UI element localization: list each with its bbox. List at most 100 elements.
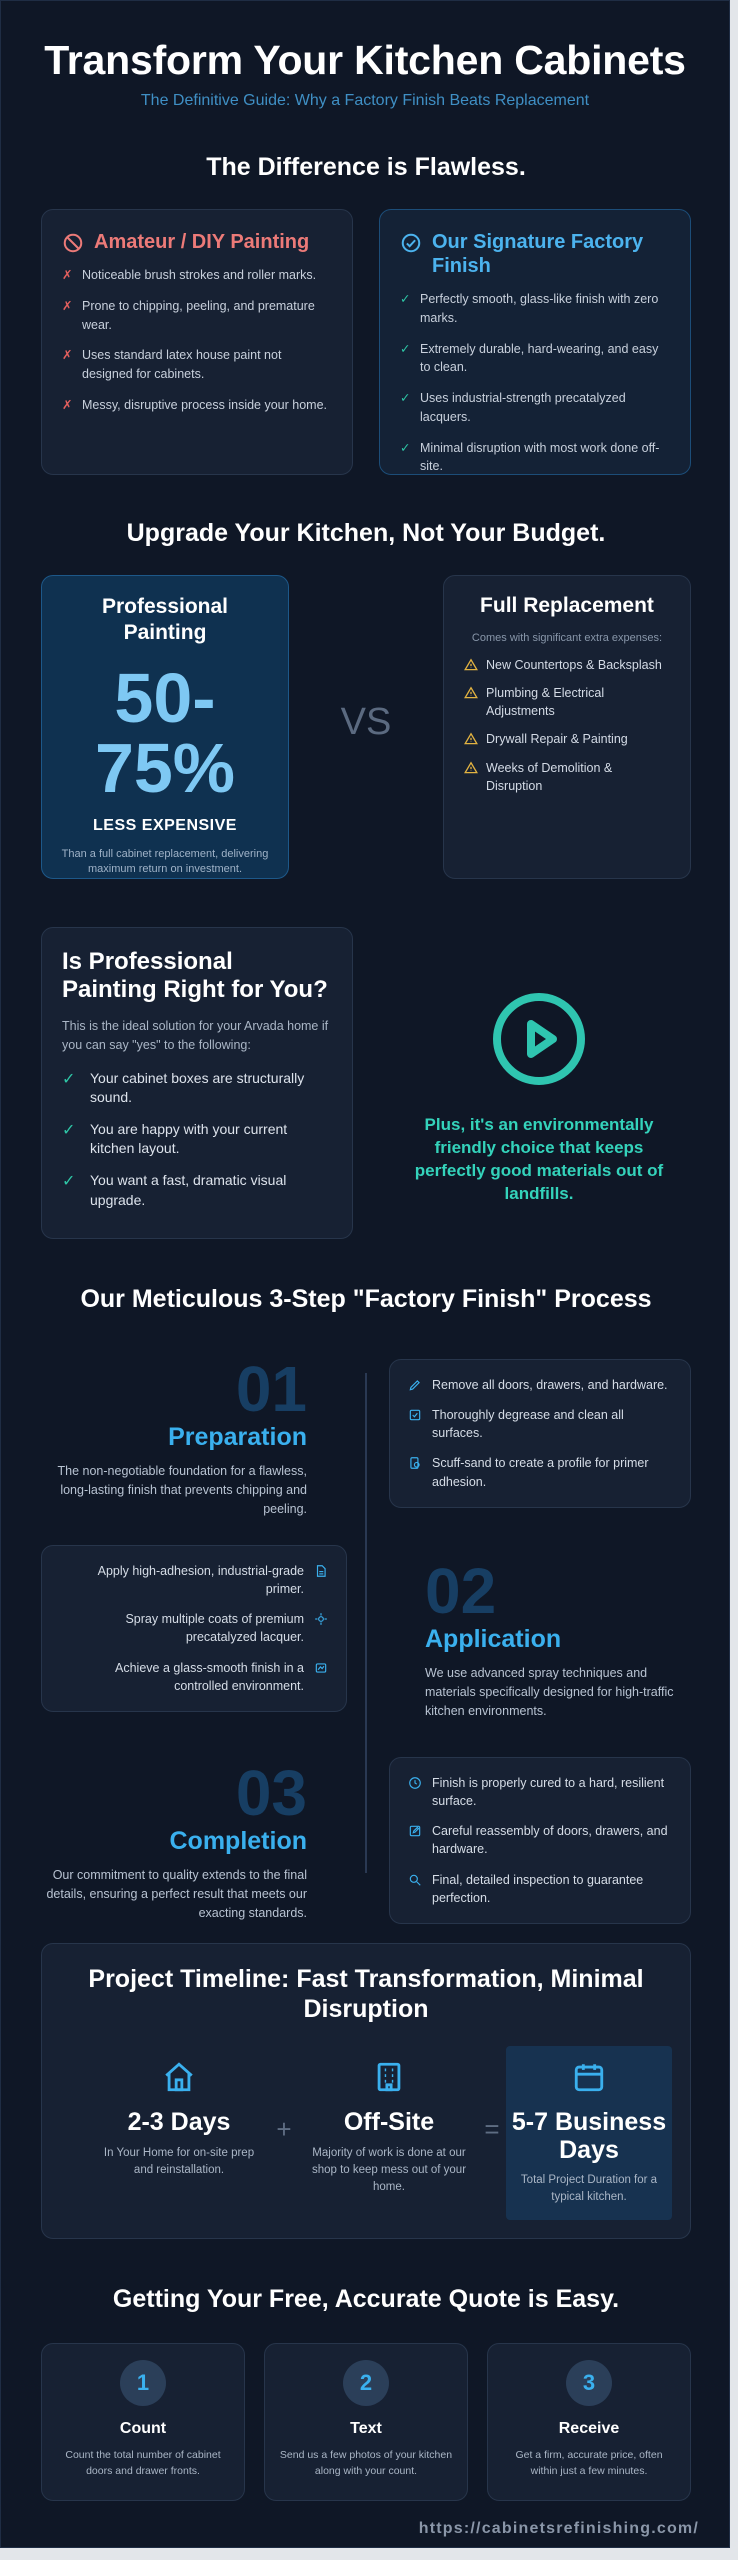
step-2-details: Apply high-adhesion, industrial-grade pr… [41, 1545, 347, 1712]
edit-icon [409, 1826, 421, 1837]
sand-icon [410, 1457, 420, 1470]
step-number: 02 [425, 1555, 497, 1627]
step-desc: We use advanced spray techniques and mat… [425, 1666, 674, 1718]
replacement-subtitle: Comes with significant extra expenses: [471, 632, 663, 644]
step-number: 01 [235, 1353, 307, 1425]
step-3-intro: 03 Completion Our commitment to quality … [41, 1761, 307, 1922]
list-item: Weeks of Demolition & Disruption [464, 759, 670, 795]
timeline-value: 5-7 Business Days [511, 2108, 667, 2164]
x-mark-icon: ✗ [62, 348, 73, 363]
step-desc: Our commitment to quality extends to the… [46, 1868, 307, 1920]
eco-text: Plus, it's an environmentally friendly c… [414, 1115, 664, 1203]
difference-title: The Difference is Flawless. [206, 153, 526, 181]
play-circle-icon [493, 993, 585, 1085]
check-icon: ✓ [62, 1070, 76, 1088]
page-title: Transform Your Kitchen Cabinets [44, 37, 686, 83]
factory-title: Our Signature Factory Finish [432, 231, 644, 277]
list-item: New Countertops & Backsplash [464, 656, 670, 674]
vs-label: VS [340, 701, 392, 743]
amateur-title: Amateur / DIY Painting [94, 231, 310, 253]
list-item: Final, detailed inspection to guarantee … [408, 1871, 672, 1907]
eco-callout: Plus, it's an environmentally friendly c… [397, 991, 681, 1206]
difference-section: Amateur / DIY Painting ✗Noticeable brush… [41, 209, 691, 475]
footer-url-link[interactable]: https://cabinetsrefinishing.com/ [418, 2520, 699, 2537]
upgrade-title: Upgrade Your Kitchen, Not Your Budget. [126, 519, 606, 547]
list-item: Careful reassembly of doors, drawers, an… [408, 1822, 672, 1858]
timeline-value: Off-Site [343, 2108, 435, 2136]
finish-icon [315, 1662, 327, 1673]
warning-icon [464, 760, 478, 773]
savings-label: LESS EXPENSIVE [93, 816, 237, 834]
check-icon: ✓ [62, 1121, 76, 1139]
warning-icon [464, 686, 478, 699]
list-item: ✓Your cabinet boxes are structurally sou… [62, 1069, 332, 1108]
painting-title: Professional Painting [101, 595, 229, 645]
plus-sign: + [276, 2114, 292, 2144]
process-title: Our Meticulous 3-Step "Factory Finish" P… [80, 1285, 652, 1313]
home-icon [165, 2062, 193, 2092]
step-3-details: Finish is properly cured to a hard, resi… [389, 1757, 691, 1924]
list-item: Remove all doors, drawers, and hardware. [408, 1376, 672, 1394]
step-name: Completion [169, 1827, 308, 1855]
list-item: Finish is properly cured to a hard, resi… [408, 1774, 672, 1810]
equals-sign: = [484, 2114, 500, 2144]
timeline-desc: Total Project Duration for a typical kit… [520, 2174, 658, 2204]
step-1-intro: 01 Preparation The non-negotiable founda… [41, 1357, 307, 1518]
prohibited-icon [63, 233, 83, 253]
amateur-card: Amateur / DIY Painting ✗Noticeable brush… [41, 209, 353, 475]
list-item: ✓Minimal disruption with most work done … [400, 439, 670, 477]
replacement-card: Full Replacement Comes with significant … [443, 575, 691, 879]
list-item: ✗Uses standard latex house paint not des… [62, 346, 332, 384]
list-item: ✓Perfectly smooth, glass-like finish wit… [400, 290, 670, 328]
factory-list: ✓Perfectly smooth, glass-like finish wit… [400, 290, 670, 476]
building-icon [377, 2062, 401, 2092]
timeline-card: Project Timeline: Fast Transformation, M… [41, 1943, 691, 2239]
list-item: ✗Messy, disruptive process inside your h… [62, 396, 332, 415]
list-item: Plumbing & Electrical Adjustments [464, 684, 670, 720]
fit-card: Is Professional Painting Right for You? … [41, 927, 353, 1239]
x-mark-icon: ✗ [62, 397, 73, 412]
timeline-row: 2-3 Days In Your Home for on-site prep a… [62, 2046, 672, 2220]
check-icon: ✓ [62, 1173, 76, 1191]
step-title: Text [350, 2420, 382, 2437]
step-name: Preparation [168, 1423, 307, 1451]
step-desc: Get a firm, accurate price, often within… [515, 2449, 663, 2477]
check-icon: ✓ [400, 292, 411, 306]
quote-title: Getting Your Free, Accurate Quote is Eas… [112, 2285, 620, 2313]
document-icon [316, 1565, 326, 1577]
pencil-icon [409, 1380, 420, 1391]
step-title: Count [119, 2420, 167, 2437]
quote-step-count: 1 Count Count the total number of cabine… [41, 2343, 245, 2501]
fit-list: ✓Your cabinet boxes are structurally sou… [62, 1069, 332, 1211]
list-item: ✓You are happy with your current kitchen… [62, 1120, 332, 1159]
quote-step-receive: 3 Receive Get a firm, accurate price, of… [487, 2343, 691, 2501]
check-circle-icon [401, 233, 421, 253]
step-1-details: Remove all doors, drawers, and hardware.… [389, 1359, 691, 1508]
list-item: Spray multiple coats of premium precatal… [60, 1610, 328, 1646]
spray-icon [315, 1613, 327, 1626]
timeline-value: 2-3 Days [127, 2108, 231, 2136]
list-item: ✓Extremely durable, hard-wearing, and ea… [400, 340, 670, 378]
step-title: Receive [558, 2420, 620, 2437]
savings-value: 50-75% [94, 658, 236, 807]
list-item: Apply high-adhesion, industrial-grade pr… [60, 1562, 328, 1598]
hero: Transform Your Kitchen Cabinets The Defi… [1, 1, 729, 110]
step-badge: 2 [343, 2360, 389, 2406]
step-desc: Send us a few photos of your kitchen alo… [279, 2449, 453, 2477]
replacement-list: New Countertops & Backsplash Plumbing & … [464, 656, 670, 795]
step-badge: 3 [566, 2360, 612, 2406]
clean-icon [409, 1409, 421, 1421]
timeline-divider [365, 1373, 367, 1873]
timeline-title: Project Timeline: Fast Transformation, M… [88, 1965, 644, 2023]
list-item: ✓Uses industrial-strength precatalyzed l… [400, 389, 670, 427]
list-item: Achieve a glass-smooth finish in a contr… [60, 1659, 328, 1695]
list-item: Scuff-sand to create a profile for prime… [408, 1454, 672, 1490]
quote-step-text: 2 Text Send us a few photos of your kitc… [264, 2343, 468, 2501]
timeline-item-total: 5-7 Business Days Total Project Duration… [506, 2046, 672, 2220]
painting-card: Professional Painting 50-75% LESS EXPENS… [41, 575, 289, 879]
clock-icon [409, 1777, 421, 1789]
check-icon: ✓ [400, 391, 411, 405]
calendar-icon [574, 2064, 604, 2092]
page-subtitle: The Definitive Guide: Why a Factory Fini… [140, 92, 590, 109]
